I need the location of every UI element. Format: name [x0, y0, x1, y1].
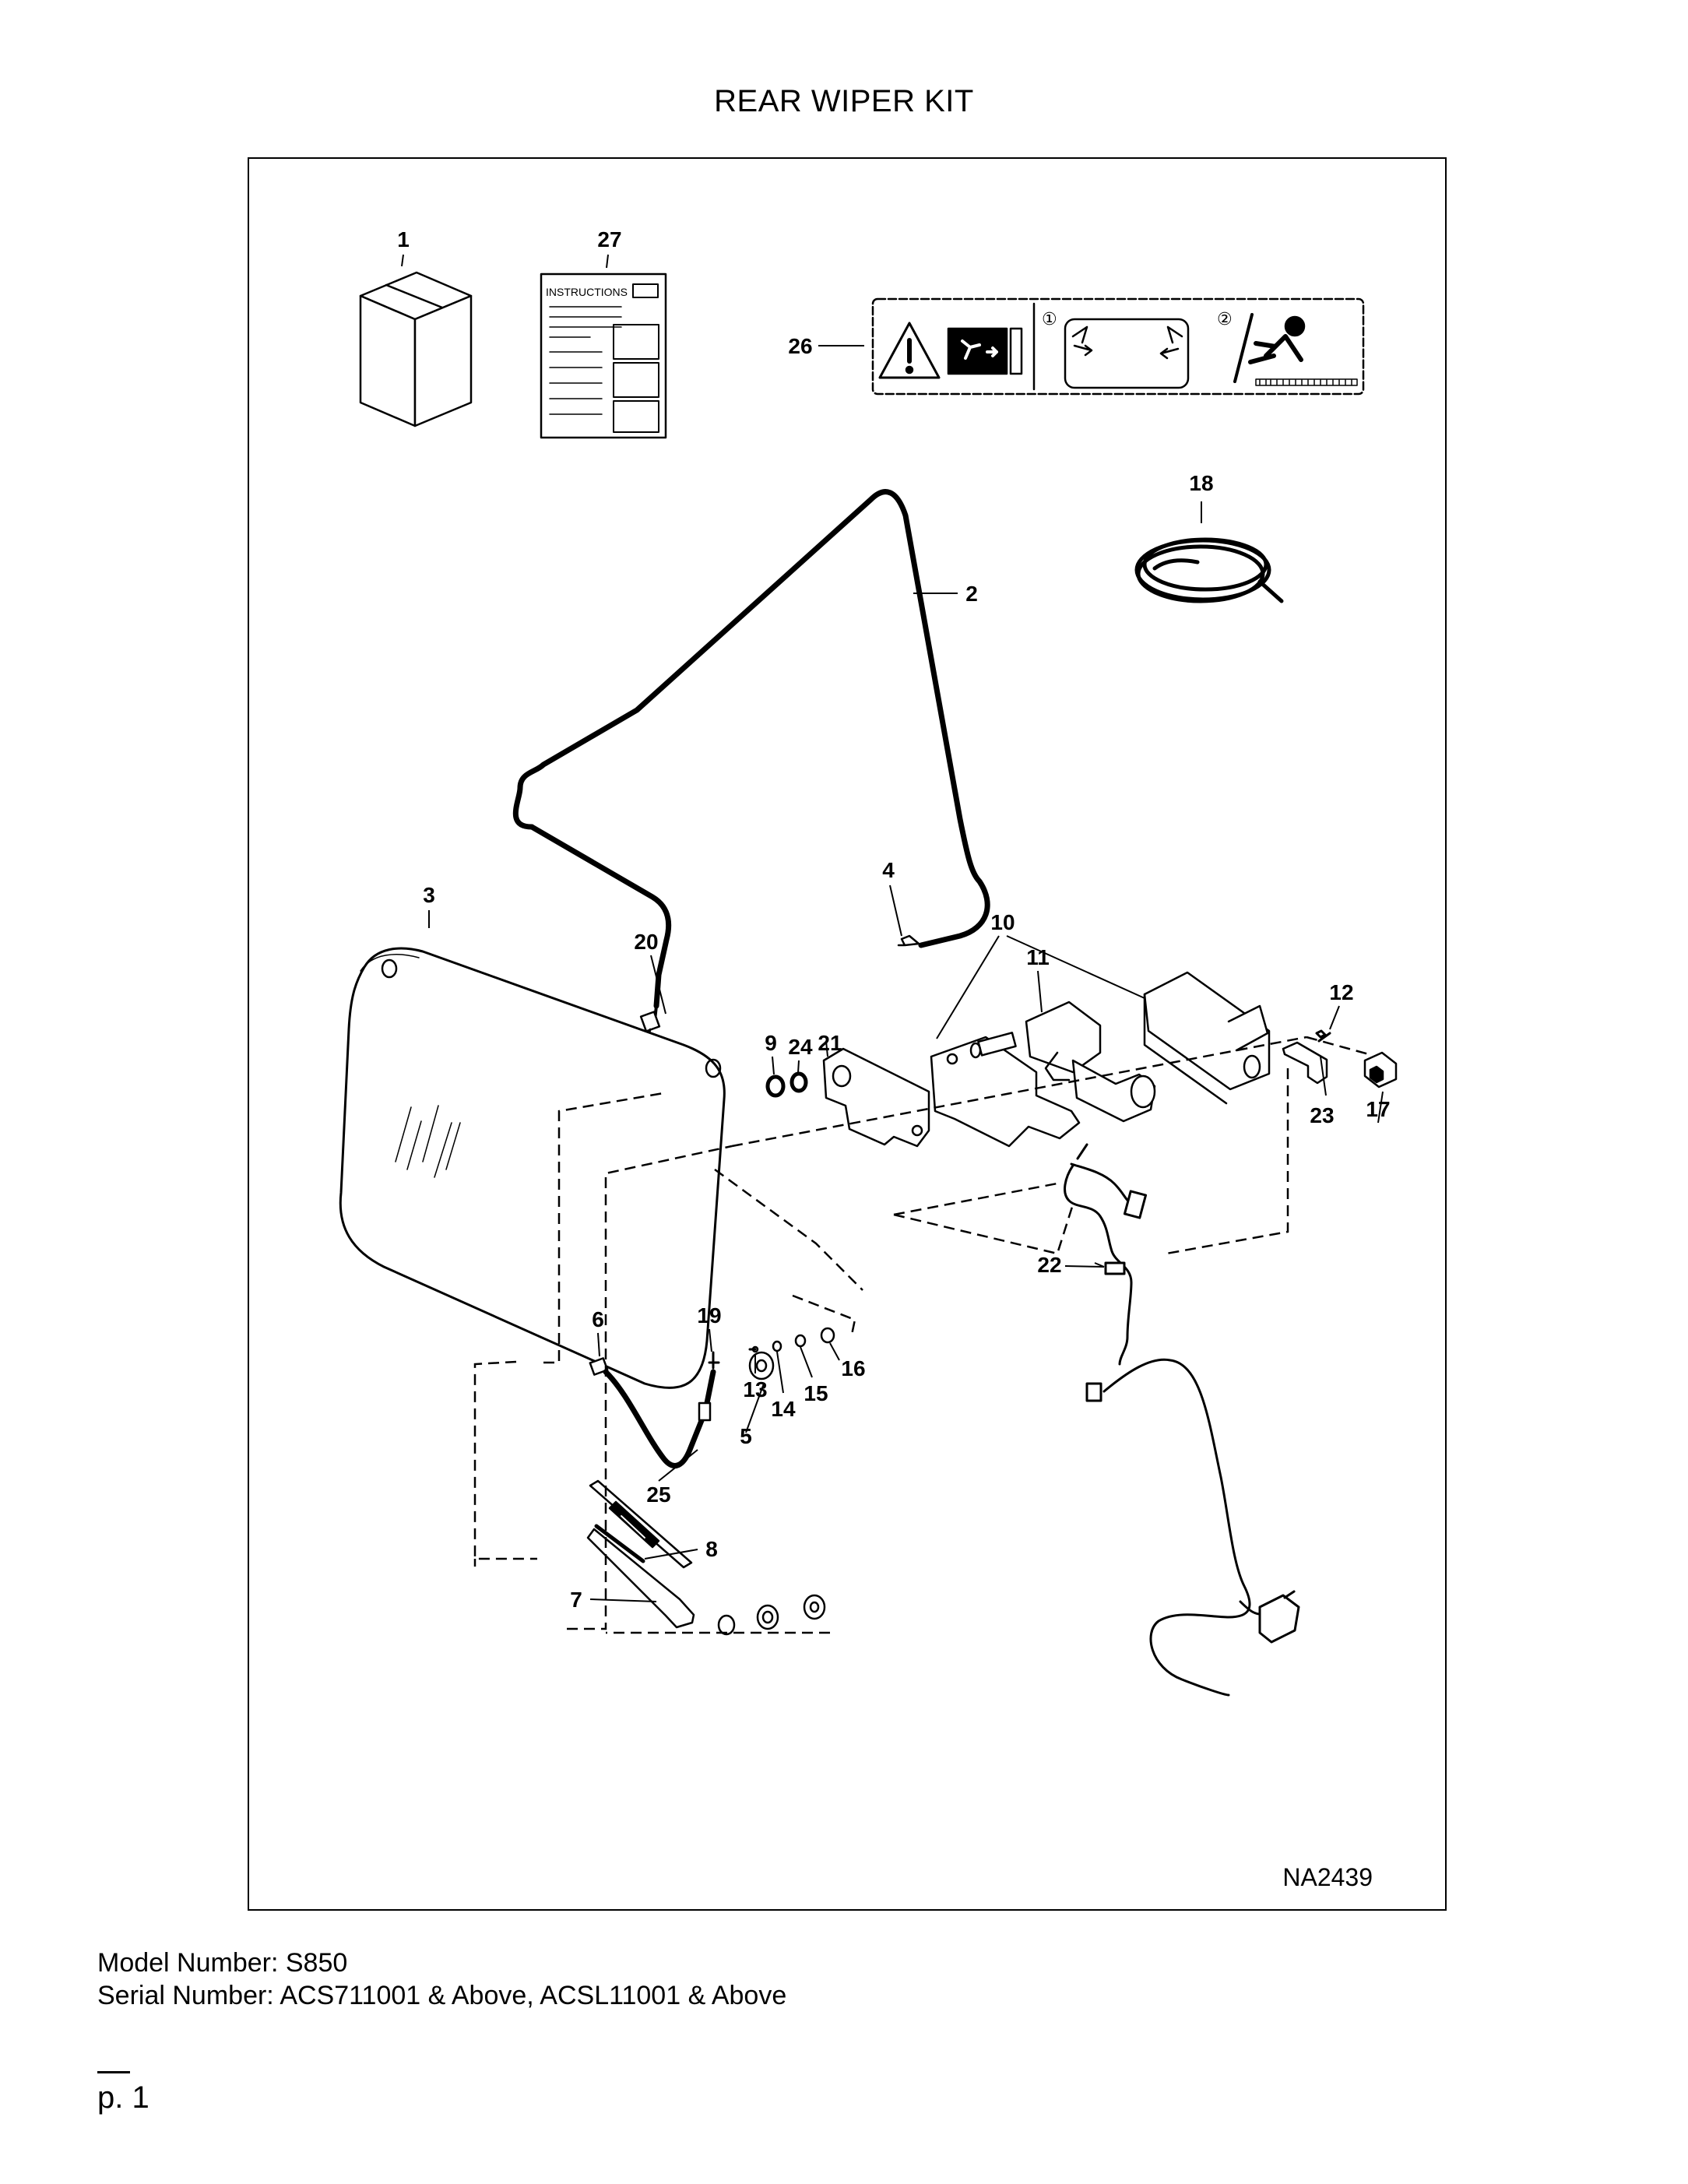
callout-8: 8	[705, 1537, 718, 1561]
callout-3: 3	[423, 883, 435, 907]
part-screw	[1315, 1029, 1331, 1043]
callout-7: 7	[570, 1588, 582, 1612]
callout-22: 22	[1037, 1253, 1061, 1277]
decal-step-2: ②	[1217, 310, 1233, 329]
diagram-frame	[248, 157, 1447, 1911]
callout-15: 15	[804, 1381, 828, 1405]
part-wiper-motor	[969, 1001, 1156, 1123]
serial-number: Serial Number: ACS711001 & Above, ACSL11…	[97, 1981, 786, 2011]
page-number: p. 1	[97, 2080, 149, 2115]
callout-14: 14	[771, 1397, 796, 1421]
instructions-label: INSTRUCTIONS	[546, 286, 628, 298]
page-number-rule	[97, 2071, 130, 2073]
serial-label: Serial Number:	[97, 1981, 274, 2010]
part-switch-bracket	[1282, 1041, 1328, 1085]
callout-24: 24	[788, 1035, 813, 1059]
part-instructions-sheet	[540, 273, 667, 439]
callout-19: 19	[697, 1303, 721, 1328]
callout-25: 25	[646, 1482, 670, 1507]
part-washer-hose	[1134, 537, 1284, 603]
part-motor-cover	[1143, 971, 1271, 1105]
part-washer-b	[756, 1604, 779, 1630]
callout-9: 9	[765, 1031, 777, 1055]
part-elbow-connector	[708, 1351, 720, 1370]
part-nut	[748, 1351, 775, 1380]
part-wiper-blade	[589, 1479, 693, 1569]
serial-value: ACS711001 & Above, ACSL11001 & Above	[280, 1981, 787, 2010]
part-seal	[789, 1071, 808, 1093]
model-label: Model Number:	[97, 1948, 279, 1978]
part-washer-c	[803, 1594, 826, 1620]
callout-16: 16	[841, 1356, 865, 1380]
callout-2: 2	[965, 582, 978, 606]
part-flat-washer	[794, 1334, 807, 1348]
part-nut-small	[820, 1327, 835, 1344]
callout-27: 27	[597, 227, 621, 251]
callout-5: 5	[740, 1424, 752, 1448]
page-title: REAR WIPER KIT	[714, 84, 974, 118]
part-lock-washer	[772, 1340, 782, 1352]
part-grommet	[765, 1074, 786, 1098]
figure-code: NA2439	[1282, 1863, 1373, 1891]
model-value: S850	[285, 1948, 348, 1978]
decal-step-1: ①	[1042, 310, 1057, 329]
part-decal	[871, 297, 1365, 396]
callout-26: 26	[788, 334, 812, 358]
callout-12: 12	[1329, 980, 1353, 1004]
part-mounting-bracket	[930, 1036, 1081, 1148]
callout-11: 11	[1026, 945, 1050, 969]
part-rocker-switch	[1363, 1051, 1398, 1088]
model-number: Model Number: S850	[97, 1948, 347, 1978]
part-washer-tube	[512, 489, 990, 948]
callout-10: 10	[990, 910, 1015, 934]
callout-20: 20	[634, 930, 658, 954]
part-hose-short	[603, 1369, 716, 1468]
part-fitting	[897, 934, 920, 947]
callout-6: 6	[592, 1307, 604, 1331]
callout-23: 23	[1310, 1103, 1334, 1127]
part-hose-connector	[589, 1357, 609, 1376]
callout-21: 21	[818, 1031, 842, 1055]
callout-13: 13	[743, 1377, 767, 1401]
part-rear-window	[339, 947, 726, 1389]
callout-1: 1	[397, 227, 410, 251]
callout-17: 17	[1366, 1097, 1390, 1121]
exploded-parts-diagram: INSTRUCTIONS ① ②	[339, 227, 1398, 1891]
callout-18: 18	[1189, 471, 1213, 495]
part-wiring-harness	[1064, 1143, 1300, 1697]
part-washer-a	[717, 1614, 736, 1636]
part-wiper-arm	[586, 1524, 695, 1629]
callout-4: 4	[882, 858, 895, 882]
part-box	[359, 271, 473, 427]
